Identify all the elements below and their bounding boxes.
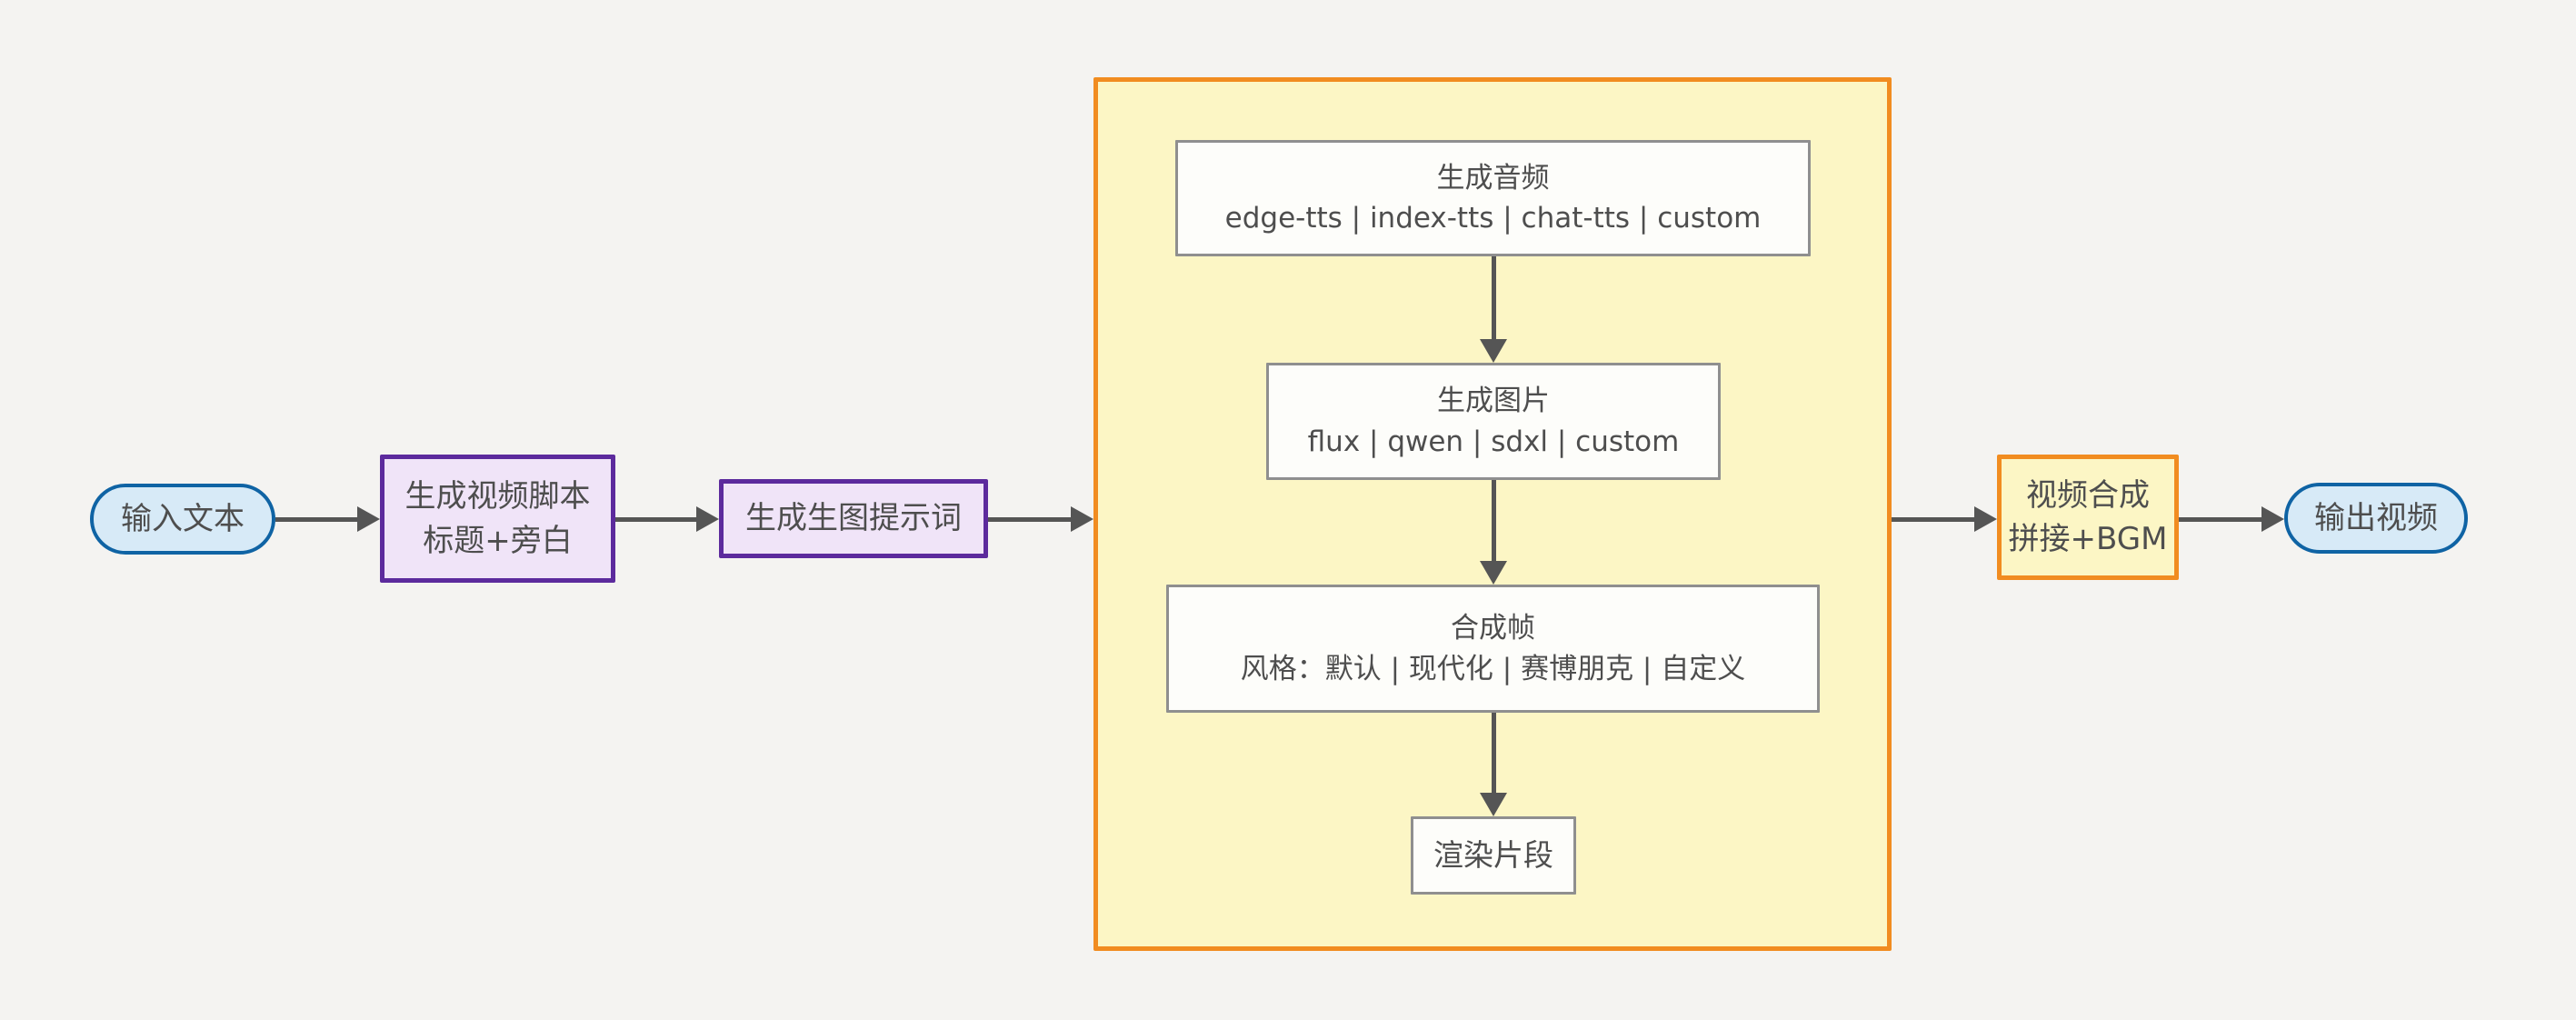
arrowhead-icon — [1480, 339, 1507, 363]
arrowhead-icon — [2261, 506, 2284, 532]
arrowhead-icon — [1480, 561, 1507, 585]
image-node: 生成图片 flux | qwen | sdxl | custom — [1266, 363, 1721, 480]
arrow-group-to-compose — [1892, 506, 1997, 532]
arrowhead-icon — [1071, 506, 1093, 532]
output-video-label: 输出视频 — [2314, 499, 2438, 536]
arrow-shaft — [1491, 480, 1496, 561]
image-label-line1: 生成图片 — [1437, 385, 1550, 418]
input-text-label: 输入文本 — [121, 500, 245, 537]
frame-label-line2: 风格：默认 | 现代化 | 赛博朋克 | 自定义 — [1240, 652, 1746, 685]
script-node: 生成视频脚本 标题+旁白 — [380, 455, 615, 583]
arrow-shaft — [1491, 713, 1496, 793]
prompt-node: 生成生图提示词 — [719, 479, 988, 558]
audio-node: 生成音频 edge-tts | index-tts | chat-tts | c… — [1175, 140, 1811, 256]
arrow-shaft — [988, 516, 1071, 522]
arrow-shaft — [1491, 256, 1496, 339]
arrow-shaft — [275, 516, 357, 522]
compose-node: 视频合成 拼接+BGM — [1997, 455, 2179, 580]
render-node: 渲染片段 — [1411, 816, 1576, 895]
frame-label-line1: 合成帧 — [1451, 612, 1535, 645]
frame-node: 合成帧 风格：默认 | 现代化 | 赛博朋克 | 自定义 — [1166, 585, 1820, 713]
arrow-shaft — [2179, 516, 2261, 522]
arrowhead-icon — [696, 506, 719, 532]
arrow-prompt-to-group — [988, 506, 1093, 532]
arrowhead-icon — [357, 506, 380, 532]
script-label-line2: 标题+旁白 — [423, 522, 573, 559]
audio-label-line2: edge-tts | index-tts | chat-tts | custom — [1224, 202, 1762, 235]
compose-label-line2: 拼接+BGM — [2008, 521, 2168, 557]
arrowhead-icon — [1974, 506, 1997, 532]
compose-label-line1: 视频合成 — [2026, 476, 2150, 514]
input-text-node: 输入文本 — [90, 484, 275, 555]
image-label-line2: flux | qwen | sdxl | custom — [1307, 425, 1680, 458]
arrow-script-to-prompt — [615, 506, 719, 532]
arrow-image-to-frame — [1480, 480, 1507, 585]
arrow-input-to-script — [275, 506, 380, 532]
render-label: 渲染片段 — [1433, 836, 1553, 873]
prompt-label: 生成生图提示词 — [745, 500, 962, 537]
arrow-shaft — [1892, 516, 1974, 522]
arrow-compose-to-output — [2179, 506, 2284, 532]
output-video-node: 输出视频 — [2284, 483, 2468, 554]
arrow-audio-to-image — [1480, 256, 1507, 363]
audio-label-line1: 生成音频 — [1436, 161, 1550, 195]
arrow-shaft — [615, 516, 696, 522]
arrowhead-icon — [1480, 793, 1507, 816]
script-label-line1: 生成视频脚本 — [404, 478, 591, 515]
arrow-frame-to-render — [1480, 713, 1507, 816]
